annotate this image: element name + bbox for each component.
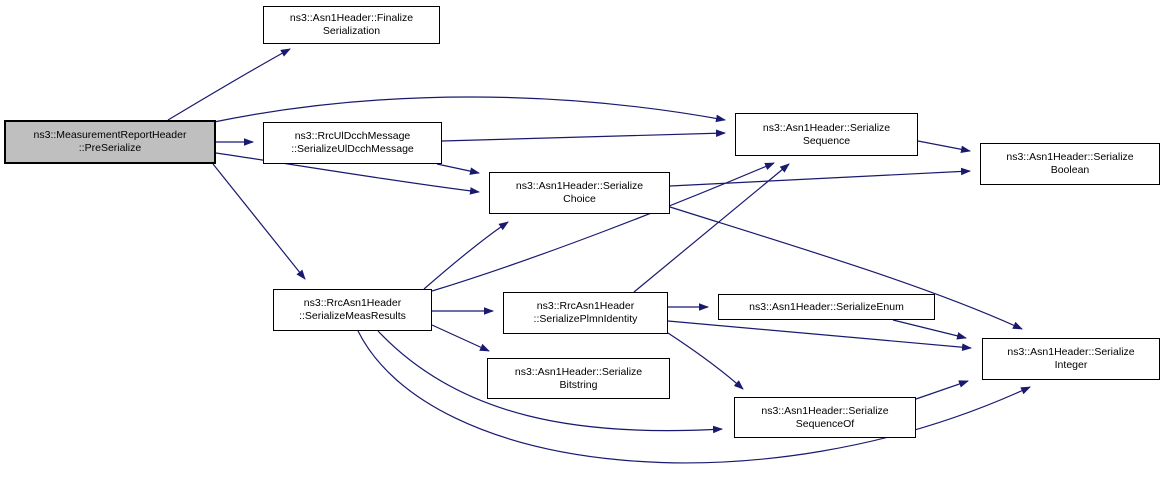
call-edge-enum-to-integer [892,319,967,340]
node-label-line: ns3::Asn1Header::Serialize [1007,346,1135,358]
node-label-line: ns3::RrcAsn1Header [536,300,635,312]
call-edge-plmn-to-sequence [633,163,790,293]
node-label-line: Choice [563,193,596,205]
call-edge-uldcch-to-choice [436,163,480,175]
node-label-line: ns3::Asn1Header::Serialize [1006,151,1134,163]
call-edge-uldcch-to-sequence [441,129,726,142]
node-label-line: ns3::Asn1Header::SerializeEnum [749,300,904,313]
node-label-line: ns3::Asn1Header::Serialize [762,121,891,134]
node-label-line: Serialization [322,25,381,37]
graph-node-plmn[interactable]: ns3::RrcAsn1Header::SerializePlmnIdentit… [503,292,668,334]
call-edge-sequence-to-boolean [917,140,971,154]
call-edge-plmn-to-integer [667,320,972,351]
call-edge-choice-to-boolean [669,167,971,187]
node-label-line: ::PreSerialize [78,142,142,154]
graph-node-enum[interactable]: ns3::Asn1Header::SerializeEnum [718,294,935,320]
graph-node-preserialize[interactable]: ns3::MeasurementReportHeader::PreSeriali… [4,120,216,164]
node-label-line: ns3::Asn1Header::Serialize [514,365,643,378]
node-label-line: ::SerializeMeasResults [299,310,406,322]
node-label-line: ns3::RrcUlDcchMessage [294,130,411,142]
call-edge-measresults-to-sequenceof [377,330,723,434]
call-edge-choice-to-integer [669,206,1023,330]
call-edge-preserialize-to-finalize [167,48,291,121]
call-edge-measresults-to-sequence [431,162,775,292]
node-label-line: Integer [1054,359,1088,371]
node-label-line: Boolean [1050,164,1090,176]
call-edge-preserialize-to-measresults [212,163,306,280]
node-label-line: ns3::Asn1Header::Serialize [761,404,889,417]
node-label-line: ::SerializeUlDcchMessage [291,143,414,155]
call-edge-measresults-to-bitstring [431,324,490,352]
node-label-line: ::SerializePlmnIdentity [533,313,638,325]
node-label-line: Sequence [802,134,851,147]
node-label-line: ns3::RrcAsn1Header [303,297,402,309]
graph-node-measresults[interactable]: ns3::RrcAsn1Header::SerializeMeasResults [273,289,432,331]
call-edge-preserialize-to-choice [215,152,480,195]
node-label-line: SequenceOf [795,417,855,430]
call-edge-preserialize-to-sequence [213,96,726,123]
node-label-line: ns3::Asn1Header::Finalize [289,12,414,24]
node-label-line: ns3::Asn1Header::Serialize [515,180,644,192]
node-label-line: ns3::MeasurementReportHeader [33,129,187,141]
node-label-line: Bitstring [559,378,598,391]
graph-node-uldcch[interactable]: ns3::RrcUlDcchMessage::SerializeUlDcchMe… [263,122,442,164]
call-edge-measresults-to-choice [423,221,509,290]
call-edge-plmn-to-sequenceof [667,332,744,390]
call-edge-sequenceof-to-integer [915,380,969,400]
